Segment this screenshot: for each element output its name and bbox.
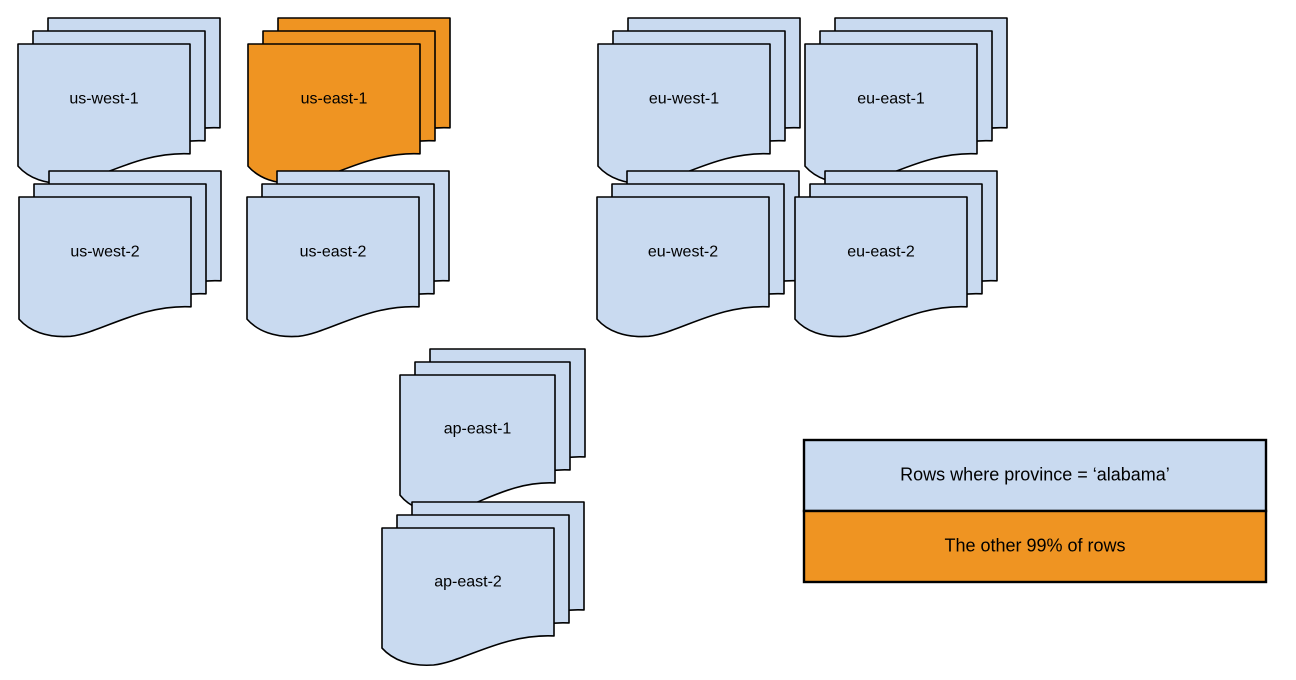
legend-swatch-orange	[802, 509, 1268, 584]
document-stacks-group: us-west-1 us-east-1 eu-west-1 eu-east-1 us-w…	[17, 17, 1008, 667]
document-stack-us-east-1[interactable]: us-east-1	[247, 17, 451, 185]
document-sheet-us-west-2-1	[18, 196, 192, 338]
document-stack-us-west-1[interactable]: us-west-1	[17, 17, 221, 185]
document-sheet-ap-east-2-1	[381, 527, 555, 667]
legend-label-legend-blue: Rows where province = ‘alabama’	[900, 464, 1170, 484]
document-stack-eu-east-1[interactable]: eu-east-1	[804, 17, 1008, 185]
stack-label-eu-west-2: eu-west-2	[648, 243, 718, 260]
stack-label-ap-east-2: ap-east-2	[434, 573, 502, 590]
legend-row-legend-orange: The other 99% of rows	[802, 509, 1268, 584]
document-stack-eu-east-2[interactable]: eu-east-2	[794, 170, 998, 338]
stack-label-ap-east-1: ap-east-1	[444, 420, 512, 437]
legend-swatch-blue	[802, 438, 1268, 513]
stack-label-us-west-1: us-west-1	[69, 90, 138, 107]
legend-row-legend-blue: Rows where province = ‘alabama’	[802, 438, 1268, 513]
document-stack-ap-east-2[interactable]: ap-east-2	[381, 501, 585, 667]
document-stack-ap-east-1[interactable]: ap-east-1	[399, 348, 586, 514]
document-sheet-us-east-2-1	[246, 196, 420, 338]
stack-label-eu-west-1: eu-west-1	[649, 90, 719, 107]
stack-label-us-east-2: us-east-2	[300, 243, 367, 260]
legend-group: Rows where province = ‘alabama’ The other…	[802, 438, 1268, 584]
stack-label-eu-east-2: eu-east-2	[847, 243, 915, 260]
document-stack-us-west-2[interactable]: us-west-2	[18, 170, 222, 338]
document-sheet-eu-west-2-1	[596, 196, 770, 338]
stack-label-eu-east-1: eu-east-1	[857, 90, 925, 107]
stack-label-us-west-2: us-west-2	[70, 243, 139, 260]
document-stack-us-east-2[interactable]: us-east-2	[246, 170, 450, 338]
legend-label-legend-orange: The other 99% of rows	[944, 535, 1125, 555]
document-stack-eu-west-1[interactable]: eu-west-1	[597, 17, 801, 185]
document-stack-eu-west-2[interactable]: eu-west-2	[596, 170, 800, 338]
stack-label-us-east-1: us-east-1	[301, 90, 368, 107]
document-sheet-eu-east-2-1	[794, 196, 968, 338]
